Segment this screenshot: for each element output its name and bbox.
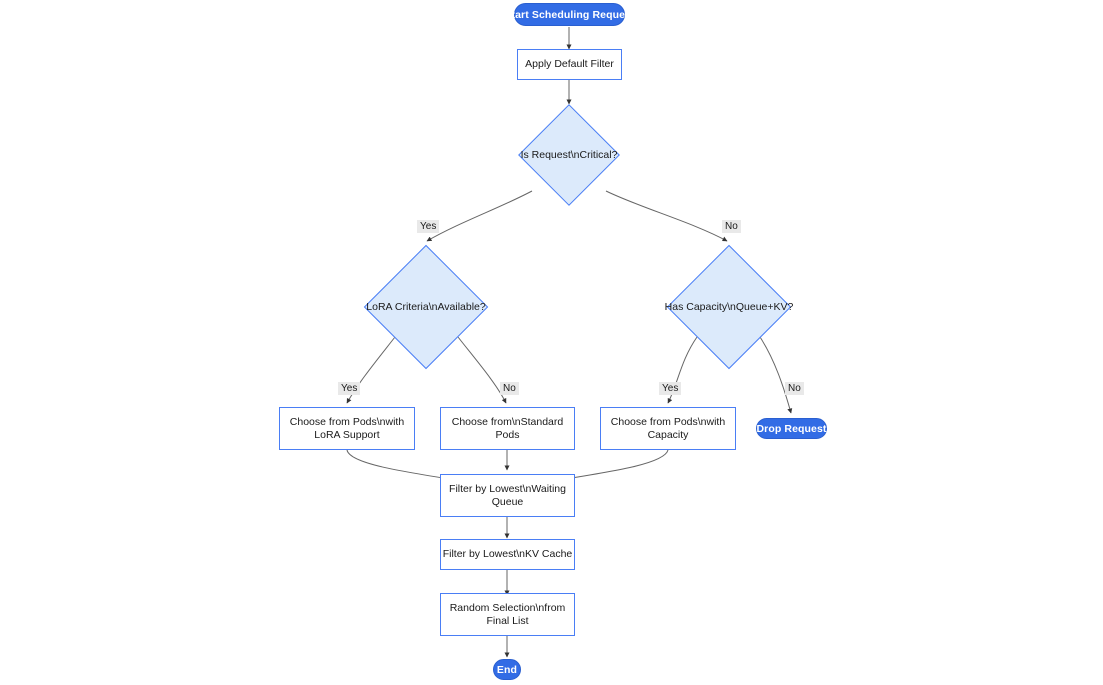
edge-critical-no-to-capacity — [605, 190, 728, 242]
edge-label-lora-yes: Yes — [338, 382, 361, 395]
node-end[interactable]: End — [493, 659, 521, 680]
node-label-line-2: Queue — [491, 495, 524, 508]
edge-label-lora-no: No — [500, 382, 519, 395]
node-label-line-1: Choose from\nStandard — [451, 415, 564, 428]
node-label-line-2: Capacity — [647, 428, 689, 441]
node-has-capacity-queue-kv[interactable]: Has Capacity\nQueue+KV? — [665, 244, 793, 370]
node-drop-request[interactable]: Drop Request — [756, 418, 827, 439]
node-label-line-2: Pods — [495, 428, 520, 441]
node-label-line-2: Final List — [486, 614, 529, 627]
node-label-line-1: Choose from Pods\nwith — [289, 415, 405, 428]
node-label: Start Scheduling Request — [504, 8, 635, 21]
node-is-request-critical[interactable]: Is Request\nCritical? — [518, 104, 620, 206]
node-label: Is Request\nCritical? — [520, 149, 618, 161]
node-filter-by-lowest-waiting-queue[interactable]: Filter by Lowest\nWaiting Queue — [440, 474, 575, 517]
edge-label-capacity-yes: Yes — [659, 382, 682, 395]
node-label: Apply Default Filter — [525, 58, 614, 70]
node-label-line-1: Filter by Lowest\nWaiting — [449, 482, 566, 495]
node-random-selection-from-final-list[interactable]: Random Selection\nfrom Final List — [440, 593, 575, 636]
node-label-line-1: Random Selection\nfrom — [449, 601, 566, 614]
node-label: Filter by Lowest\nKV Cache — [442, 548, 573, 560]
node-choose-from-pods-with-lora-support[interactable]: Choose from Pods\nwith LoRA Support — [279, 407, 415, 450]
node-label: End — [496, 663, 518, 676]
edge-label-critical-yes: Yes — [417, 220, 440, 233]
edge-label-capacity-no: No — [785, 382, 804, 395]
node-label: Drop Request — [756, 422, 827, 435]
node-label-line-1: Choose from Pods\nwith — [610, 415, 726, 428]
node-choose-from-standard-pods[interactable]: Choose from\nStandard Pods — [440, 407, 575, 450]
node-label: LoRA Criteria\nAvailable? — [366, 301, 486, 313]
node-start-scheduling-request[interactable]: Start Scheduling Request — [504, 3, 634, 26]
edge-critical-yes-to-lora — [426, 190, 533, 242]
node-label-line-2: LoRA Support — [314, 428, 380, 441]
node-filter-by-lowest-kv-cache[interactable]: Filter by Lowest\nKV Cache — [440, 539, 575, 570]
node-lora-criteria-available[interactable]: LoRA Criteria\nAvailable? — [363, 244, 489, 370]
edge-label-critical-no: No — [722, 220, 741, 233]
node-label: Has Capacity\nQueue+KV? — [664, 301, 794, 313]
node-apply-default-filter[interactable]: Apply Default Filter — [517, 49, 622, 80]
node-choose-from-pods-with-capacity[interactable]: Choose from Pods\nwith Capacity — [600, 407, 736, 450]
